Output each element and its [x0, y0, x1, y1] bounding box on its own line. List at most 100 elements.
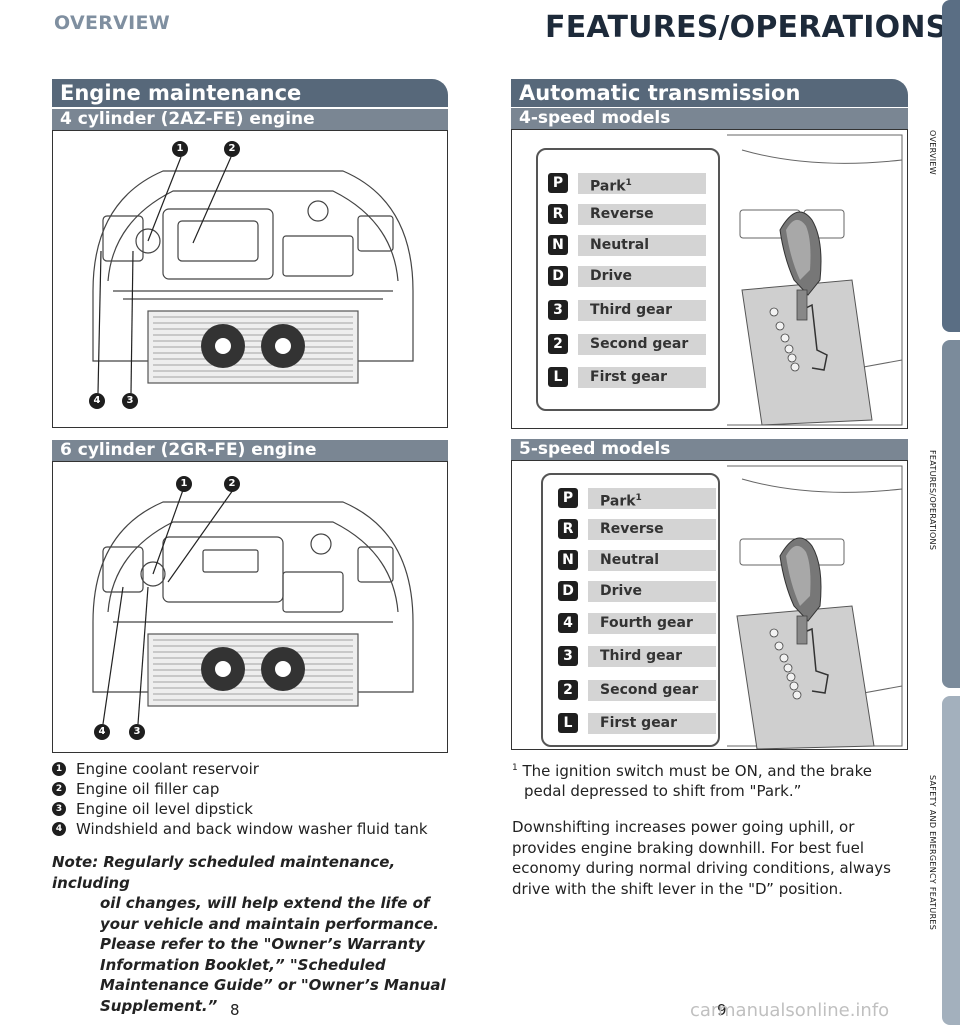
page-number-left: 8: [230, 1001, 240, 1019]
tab-features-operations[interactable]: [942, 340, 960, 688]
callout-3: 3: [122, 393, 138, 409]
note-line: Please refer to the "Owner’s Warranty: [100, 935, 425, 953]
park-footnote: 1 The ignition switch must be ON, and th…: [512, 758, 912, 801]
gear-label-first: First gear: [578, 367, 706, 388]
footnote-line: 1 The ignition switch must be ON, and th…: [512, 758, 912, 781]
gear-label-park: Park1: [578, 173, 706, 195]
callout-3: 3: [129, 724, 145, 740]
page-header-features: FEATURES/OPERATIONS: [545, 10, 948, 45]
five-speed-gear-list: P Park1 R Reverse N Neutral D Drive 4 Fo…: [541, 473, 720, 747]
engine-4cyl-label: 4 cylinder (2AZ-FE) engine: [60, 109, 315, 129]
legend-callout: 2: [52, 782, 66, 796]
downshift-paragraph: Downshifting increases power going uphil…: [512, 817, 912, 899]
gear-label-neutral: Neutral: [588, 550, 716, 571]
note-line: Maintenance Guide” or "Owner’s Manual: [100, 976, 446, 994]
gear-letter-d: D: [558, 581, 578, 601]
gear-label-second: Second gear: [578, 334, 706, 355]
gear-letter-p: P: [558, 488, 578, 508]
gear-label-drive: Drive: [578, 266, 706, 287]
watermark: carmanualsonline.info: [690, 1000, 890, 1021]
callout-1: 1: [176, 476, 192, 492]
note-line: your vehicle and maintain performance.: [100, 914, 439, 933]
gear-letter-d: D: [548, 266, 568, 286]
gear-letter-n: N: [558, 550, 578, 570]
body-line: provides engine braking downhill. For be…: [512, 838, 864, 857]
transmission-title: Automatic transmission: [519, 81, 801, 105]
gear-label-reverse: Reverse: [588, 519, 716, 540]
legend-text: Engine coolant reservoir: [76, 760, 259, 778]
body-line: economy during normal driving conditions…: [512, 859, 891, 877]
engine-bay-drawing: [92, 156, 414, 394]
legend-callout: 1: [52, 762, 66, 776]
callout-1: 1: [172, 141, 188, 157]
engine-4cyl-illustration: 1 2 3 4: [52, 130, 448, 428]
engine-maintenance-title: Engine maintenance: [60, 81, 302, 105]
gear-name: Park: [600, 493, 636, 510]
legend-text: Windshield and back window washer fluid …: [76, 820, 428, 838]
gear-letter-2: 2: [558, 680, 578, 700]
body-line: Downshifting increases power going uphil…: [512, 818, 855, 836]
callout-4: 4: [89, 393, 105, 409]
gear-letter-l: L: [548, 367, 568, 387]
gear-letter-3: 3: [558, 646, 578, 666]
gear-letter-4: 4: [558, 613, 578, 633]
tab-label-safety: SAFETY AND EMERGENCY FEATURES: [928, 775, 937, 931]
footnote-text: The ignition switch must be ON, and the …: [522, 762, 872, 780]
footnote-marker: 1: [512, 763, 518, 773]
engine-4cyl-subheader: 4 cylinder (2AZ-FE) engine: [52, 109, 448, 130]
gear-letter-r: R: [548, 204, 568, 224]
four-speed-label: 4-speed models: [519, 108, 671, 128]
gear-letter-l: L: [558, 713, 578, 733]
engine-6cyl-illustration: 1 2 3 4: [52, 461, 448, 753]
four-speed-subheader: 4-speed models: [511, 108, 908, 129]
four-speed-gear-list: P Park1 R Reverse N Neutral D Drive 3 Th…: [536, 148, 720, 411]
gear-letter-2: 2: [548, 334, 568, 354]
page-header-overview: OVERVIEW: [54, 12, 171, 34]
callout-2: 2: [224, 141, 240, 157]
page-number-right: 9: [717, 1001, 727, 1019]
gear-letter-r: R: [558, 519, 578, 539]
gear-label-neutral: Neutral: [578, 235, 706, 256]
engine-6cyl-label: 6 cylinder (2GR-FE) engine: [60, 440, 317, 460]
gear-label-second: Second gear: [588, 680, 716, 701]
gear-label-drive: Drive: [588, 581, 716, 602]
legend-callout: 3: [52, 802, 66, 816]
legend-text: Engine oil filler cap: [76, 780, 220, 798]
footnote-marker: 1: [635, 493, 642, 503]
engine-6cyl-subheader: 6 cylinder (2GR-FE) engine: [52, 440, 448, 461]
note-line: Information Booklet,” "Scheduled: [100, 955, 386, 974]
shifter-drawing: [727, 134, 903, 426]
tab-label-features: FEATURES/OPERATIONS: [928, 450, 937, 551]
tab-overview[interactable]: [942, 0, 960, 332]
gear-label-first: First gear: [588, 713, 716, 734]
gear-label-park: Park1: [588, 488, 716, 510]
callout-4: 4: [94, 724, 110, 740]
engine-maintenance-band: Engine maintenance: [52, 79, 448, 107]
note-line: Note: Regularly scheduled maintenance, i…: [52, 853, 396, 892]
legend-callout: 4: [52, 822, 66, 836]
gear-letter-p: P: [548, 173, 568, 193]
section-tabs: [942, 0, 960, 1025]
engine-bay-drawing-v6: [92, 489, 414, 725]
gear-name: Park: [590, 178, 626, 195]
five-speed-label: 5-speed models: [519, 439, 671, 459]
tab-safety-emergency[interactable]: [942, 696, 960, 1025]
maintenance-note: Note: Regularly scheduled maintenance, i…: [52, 852, 452, 1016]
tab-label-overview: OVERVIEW: [928, 130, 937, 176]
transmission-band: Automatic transmission: [511, 79, 908, 107]
five-speed-subheader: 5-speed models: [511, 439, 908, 460]
gear-label-fourth: Fourth gear: [588, 613, 716, 634]
gear-letter-n: N: [548, 235, 568, 255]
footnote-marker: 1: [625, 178, 632, 188]
callout-2: 2: [224, 476, 240, 492]
note-line: oil changes, will help extend the life o…: [100, 894, 430, 912]
shifter-drawing-5speed: [727, 465, 903, 749]
gear-label-third: Third gear: [588, 646, 716, 667]
gear-letter-3: 3: [548, 300, 568, 320]
footnote-line: pedal depressed to shift from "Park.”: [524, 782, 802, 800]
body-line: drive with the shift lever in the "D” po…: [512, 879, 843, 898]
gear-label-third: Third gear: [578, 300, 706, 321]
gear-label-reverse: Reverse: [578, 204, 706, 225]
note-line: Supplement.”: [100, 996, 218, 1015]
legend-text: Engine oil level dipstick: [76, 800, 253, 818]
